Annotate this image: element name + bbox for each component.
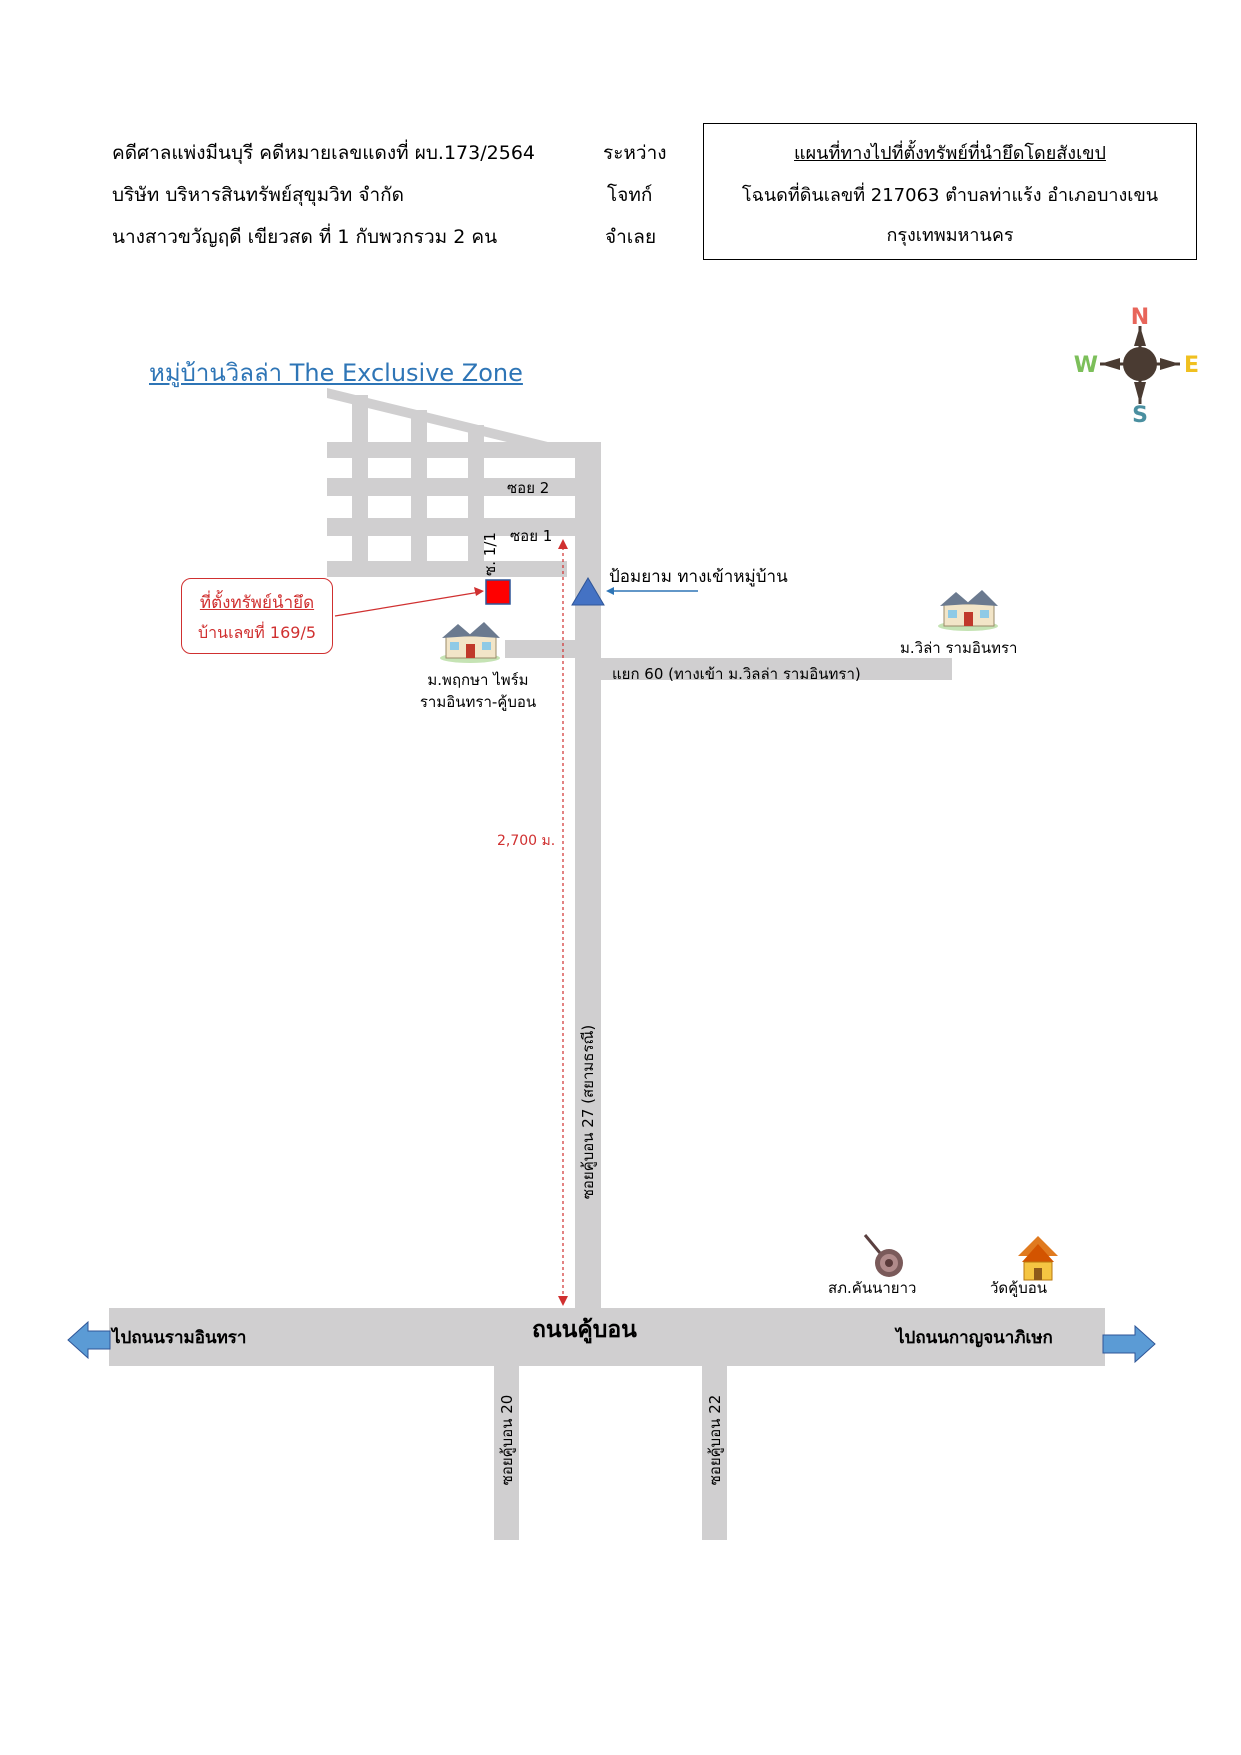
soi1-1-label: ซ. 1/1 [481,532,499,576]
village-pruksa-line2: รามอินทรา-คู้บอน [419,693,537,711]
village-villa-label: ม.วิล่า รามอินทรา [900,639,1018,657]
house-icon-villa [938,590,998,631]
right-arrow-icon [1102,1324,1156,1364]
village-road-col1 [352,395,368,570]
plaintiff-name: บริษัท บริหารสินทรัพย์สุขุมวิท จำกัด [112,184,404,206]
plaintiff-label: โจทก์ [607,184,653,206]
deed-line: โฉนดที่ดินเลขที่ 217063 ตำบลท่าแร้ง อำเภ… [741,185,1159,206]
village-road-col3 [468,425,484,570]
left-arrow-icon [67,1320,111,1360]
house-icon-pruksa [440,622,500,663]
village-road-row4 [327,561,567,577]
compass-west: W [1074,353,1098,378]
temple-label: วัดคู้บอน [990,1279,1047,1297]
property-pointer [334,591,481,617]
village-road-row1 [327,442,587,458]
property-house-no: บ้านเลขที่ 169/5 [197,623,317,642]
guard-post-icon [571,577,605,606]
village-pruksa-line1: ม.พฤกษา ไพร์ม [427,671,529,689]
property-title: ที่ตั้งทรัพย์นำยึด [199,593,315,613]
main-road-label: ถนนคู้บอน [532,1317,637,1343]
soi20-label: ซอยคู้บอน 20 [498,1394,516,1486]
main-road [109,1308,1105,1366]
defendant-label: จำเลย [605,226,657,248]
title-box: แผนที่ทางไปที่ตั้งทรัพย์ที่นำยึดโดยสังเข… [703,123,1197,260]
soi1-road [327,518,587,536]
road-network [109,388,1105,1540]
guard-post-label: ป้อมยาม ทางเข้าหมู่บ้าน [609,567,788,587]
temple-icon [1018,1236,1058,1281]
province: กรุงเทพมหานคร [886,225,1014,246]
soi22-road [702,1360,727,1540]
defendant-name: นางสาวขวัญฤดี เขียวสด ที่ 1 กับพวกรวม 2 … [112,226,498,248]
police-label: สภ.คันนายาว [828,1279,917,1297]
village-title-link[interactable]: หมู่บ้านวิลล่า The Exclusive Zone [149,359,523,387]
property-callout: ที่ตั้งทรัพย์นำยึด บ้านเลขที่ 169/5 [181,578,333,654]
junction60-road [590,658,952,680]
to-ramintra-label: ไปถนนรามอินทรา [112,1328,247,1348]
soi22-label: ซอยคู้บอน 22 [706,1394,724,1486]
village-diagonal-road [327,388,560,455]
to-kanchana-label: ไปถนนกาญจนาภิเษก [896,1328,1053,1348]
pruksa-branch-road [505,640,580,658]
compass-north: N [1131,305,1149,330]
property-marker-icon [485,579,511,605]
between-label: ระหว่าง [603,142,667,164]
village-road-col2 [411,410,427,570]
distance-label: 2,700 ม. [497,833,556,849]
soi20-road [494,1360,519,1540]
compass-icon: N S W E [1074,305,1199,428]
distance-arrow-top [558,539,568,549]
soi2-label: ซอย 2 [507,479,550,497]
case-line: คดีศาลแพ่งมีนบุรี คดีหมายเลขแดงที่ ผบ.17… [112,142,535,164]
distance-arrow-bottom [558,1296,568,1306]
guard-post-pointer-head [606,587,614,595]
police-emblem-icon [863,1234,903,1277]
compass-south: S [1132,403,1148,428]
soi1-label: ซอย 1 [510,527,553,545]
soi27-label: ซอยคู้บอน 27 (สยามธรณี) [579,1024,597,1200]
map-title: แผนที่ทางไปที่ตั้งทรัพย์ที่นำยึดโดยสังเข… [794,143,1106,164]
property-pointer-head [474,587,484,596]
compass-east: E [1184,353,1199,378]
junction60-label: แยก 60 (ทางเข้า ม.วิลล่า รามอินทรา) [612,665,861,683]
soi2-road [327,478,587,496]
